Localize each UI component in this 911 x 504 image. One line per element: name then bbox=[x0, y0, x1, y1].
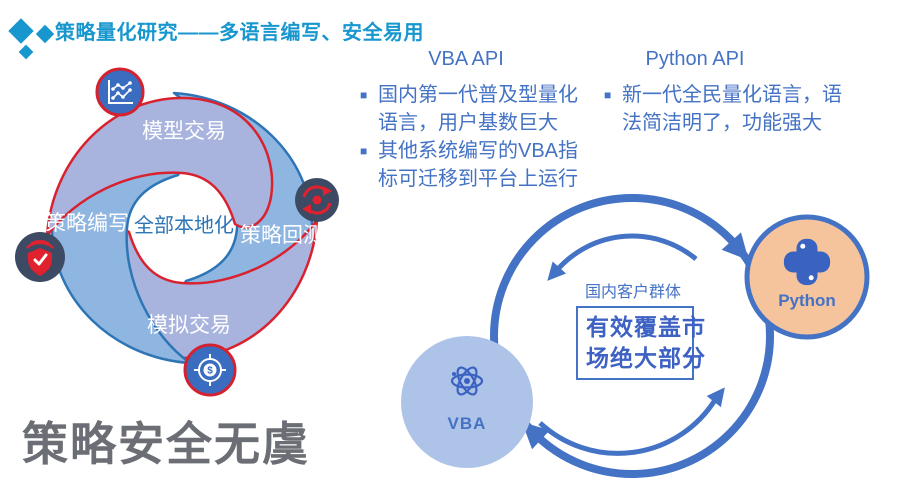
vba-circle-label: VBA bbox=[447, 414, 487, 433]
python-api-bullets: 新一代全民量化语言，语法简洁明了，功能强大 bbox=[604, 81, 854, 137]
petal-label-simulated-trading: 模拟交易 bbox=[147, 314, 231, 337]
three-diamonds-icon bbox=[8, 18, 55, 60]
outer-cycle-ring bbox=[490, 194, 774, 478]
bullet-item: 新一代全民量化语言，语法简洁明了，功能强大 bbox=[604, 81, 854, 137]
bullet-item: 其他系统编写的VBA指标可迁移到平台上运行 bbox=[360, 137, 584, 193]
python-api-title: Python API bbox=[645, 48, 745, 70]
python-circle-label: Python bbox=[778, 291, 836, 310]
refresh-cycle-icon bbox=[295, 178, 339, 222]
python-api-column: Python API 新一代全民量化语言，语法简洁明了，功能强大 bbox=[604, 48, 854, 137]
petal-label-backtesting: 策略回测 bbox=[240, 224, 324, 247]
coverage-line: 有效覆盖市 bbox=[586, 314, 706, 340]
inner-top-arc bbox=[556, 233, 698, 271]
line-chart-icon bbox=[95, 67, 145, 117]
dollar-target-icon: $ bbox=[183, 343, 237, 397]
page-title: 策略量化研究——多语言编写、安全易用 bbox=[55, 22, 424, 44]
dollar-symbol: $ bbox=[207, 366, 213, 377]
python-logo-icon bbox=[783, 238, 831, 286]
pinwheel-center-label: 全部本地化 bbox=[134, 215, 234, 237]
outer-arrowhead-to-vba bbox=[521, 421, 550, 450]
bullet-item: 国内第一代普及型量化语言，用户基数巨大 bbox=[360, 81, 584, 137]
cycle-diagram bbox=[401, 194, 870, 478]
vba-circle bbox=[401, 336, 533, 468]
coverage-box: 有效覆盖市 场绝大部分 bbox=[576, 306, 706, 380]
headline: 策略安全无虞 bbox=[22, 418, 310, 470]
coverage-line: 场绝大部分 bbox=[586, 345, 706, 371]
petal-label-strategy-writing: 策略编写 bbox=[45, 212, 129, 235]
vba-api-bullets: 国内第一代普及型量化语言，用户基数巨大 其他系统编写的VBA指标可迁移到平台上运… bbox=[360, 81, 584, 193]
audience-label: 国内客户群体 bbox=[584, 284, 681, 301]
pinwheel-diagram: $ bbox=[15, 67, 339, 397]
petal-label-model-trading: 模型交易 bbox=[142, 120, 226, 143]
inner-bottom-arc bbox=[538, 398, 718, 456]
inner-top-arrowhead bbox=[547, 261, 567, 281]
outer-arrowhead-to-python bbox=[721, 232, 749, 261]
inner-bottom-arrowhead bbox=[706, 387, 725, 408]
vba-api-title: VBA API bbox=[428, 48, 504, 70]
shield-check-icon bbox=[15, 232, 65, 282]
atom-icon bbox=[450, 366, 484, 396]
vba-api-column: VBA API 国内第一代普及型量化语言，用户基数巨大 其他系统编写的VBA指标… bbox=[360, 48, 584, 193]
